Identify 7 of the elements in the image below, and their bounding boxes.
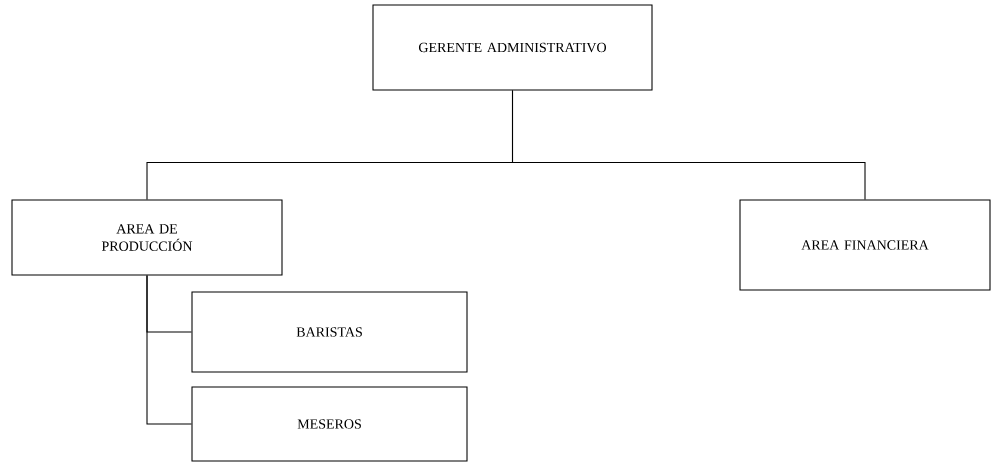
org-box: BARISTAS [191,291,468,373]
connector-line [146,275,192,425]
org-box: MESEROS [191,386,468,462]
org-box: GERENTE ADMINISTRATIVO [372,4,653,91]
connector-line [511,90,866,200]
org-box: AREA FINANCIERA [739,199,991,291]
org-box: AREA DE PRODUCCIÓN [11,199,283,276]
